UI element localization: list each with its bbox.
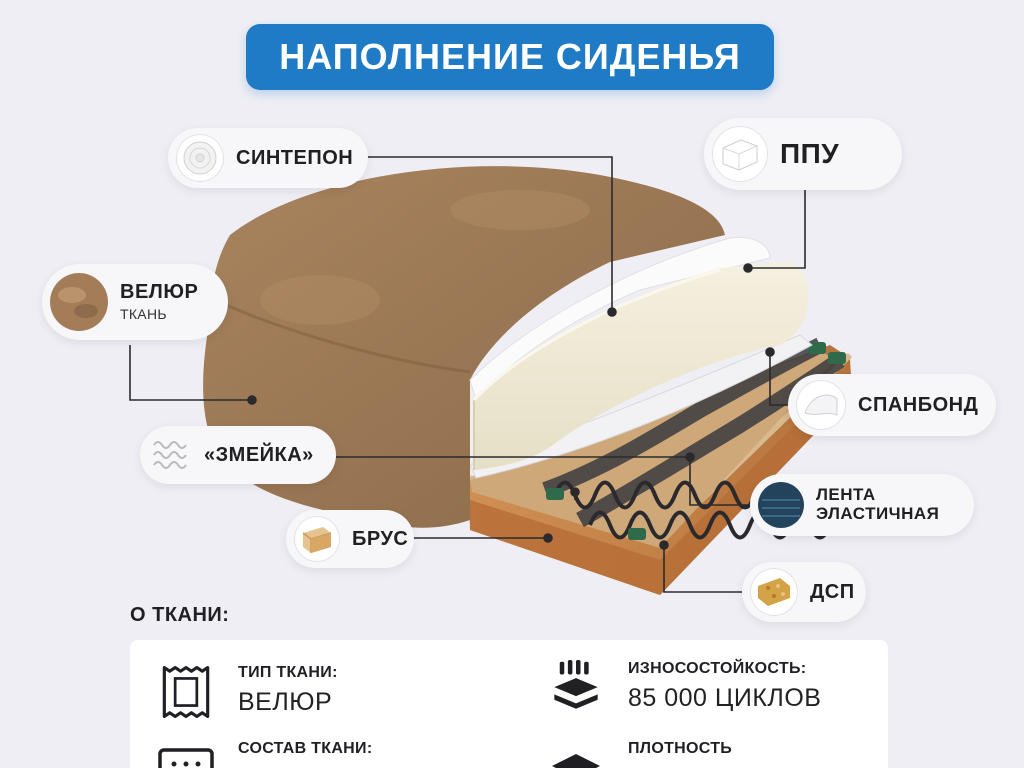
fabric-density: ПЛОТНОСТЬ	[548, 740, 732, 768]
label-dsp: ДСП	[742, 562, 866, 622]
page-title: НАПОЛНЕНИЕ СИДЕНЬЯ	[279, 36, 741, 77]
fabric-type: ТИП ТКАНИ: ВЕЛЮР	[158, 664, 338, 720]
fabric-swatch-icon	[162, 666, 210, 718]
label-ppu: ППУ	[704, 118, 902, 190]
label-text: ППУ	[780, 137, 840, 169]
velour-cover	[203, 166, 725, 528]
label-main: ВЕЛЮР	[120, 281, 199, 304]
timber-bar-icon	[294, 516, 340, 562]
label-text: ЛЕНТА ЭЛАСТИЧНАЯ	[816, 485, 940, 523]
label-text: «ЗМЕЙКА»	[204, 444, 314, 466]
title-banner: НАПОЛНЕНИЕ СИДЕНЬЯ	[246, 24, 774, 90]
label-lenta: ЛЕНТА ЭЛАСТИЧНАЯ	[750, 474, 974, 536]
spunbond-icon	[796, 380, 846, 430]
foam-block	[472, 262, 809, 470]
fabric-density-label: ПЛОТНОСТЬ	[628, 740, 733, 757]
label-brus: БРУС	[286, 510, 414, 568]
fabric-composition-label: СОСТАВ ТКАНИ:	[238, 740, 373, 757]
fabric-info-card: ТИП ТКАНИ: ВЕЛЮР ИЗНОСОСТОЙКОСТЬ: 85 000…	[130, 640, 888, 768]
leader-lines	[129, 156, 806, 593]
padding-roll-icon	[176, 134, 224, 182]
label-velur: ВЕЛЮР ТКАНЬ	[42, 264, 228, 340]
density-icon	[552, 754, 600, 768]
fabric-wear-label: ИЗНОСОСТОЙКОСТЬ:	[628, 660, 807, 677]
wear-resistance-icon	[554, 660, 598, 709]
fabric-composition: СОСТАВ ТКАНИ:	[158, 740, 372, 768]
padding-layer	[469, 236, 771, 402]
composition-icon	[158, 748, 214, 768]
label-spanbond: СПАНБОНД	[788, 374, 996, 436]
fabric-heading: О ТКАНИ:	[130, 604, 230, 626]
fabric-type-label: ТИП ТКАНИ:	[238, 664, 338, 681]
label-line2: ЭЛАСТИЧНАЯ	[816, 504, 940, 523]
chipboard-icon	[750, 568, 798, 616]
label-zmeika: «ЗМЕЙКА»	[140, 426, 336, 484]
zigzag-spring-icon	[148, 433, 192, 477]
label-text: БРУС	[352, 528, 409, 550]
label-sub: ТКАНЬ	[120, 306, 167, 323]
label-line1: ЛЕНТА	[816, 485, 876, 505]
fabric-wear-value: 85 000 ЦИКЛОВ	[628, 684, 822, 712]
fabric-type-value: ВЕЛЮР	[238, 688, 333, 716]
label-text: СПАНБОНД	[858, 394, 979, 416]
fabric-wear: ИЗНОСОСТОЙКОСТЬ: 85 000 ЦИКЛОВ	[548, 660, 821, 716]
elastic-belt-icon	[758, 482, 804, 528]
label-text: ВЕЛЮР ТКАНЬ	[120, 281, 198, 322]
label-text: СИНТЕПОН	[236, 147, 354, 169]
label-text: ДСП	[810, 581, 855, 603]
label-sintepon: СИНТЕПОН	[168, 128, 368, 188]
foam-block-icon	[712, 126, 768, 182]
velour-swatch-icon	[50, 273, 108, 331]
